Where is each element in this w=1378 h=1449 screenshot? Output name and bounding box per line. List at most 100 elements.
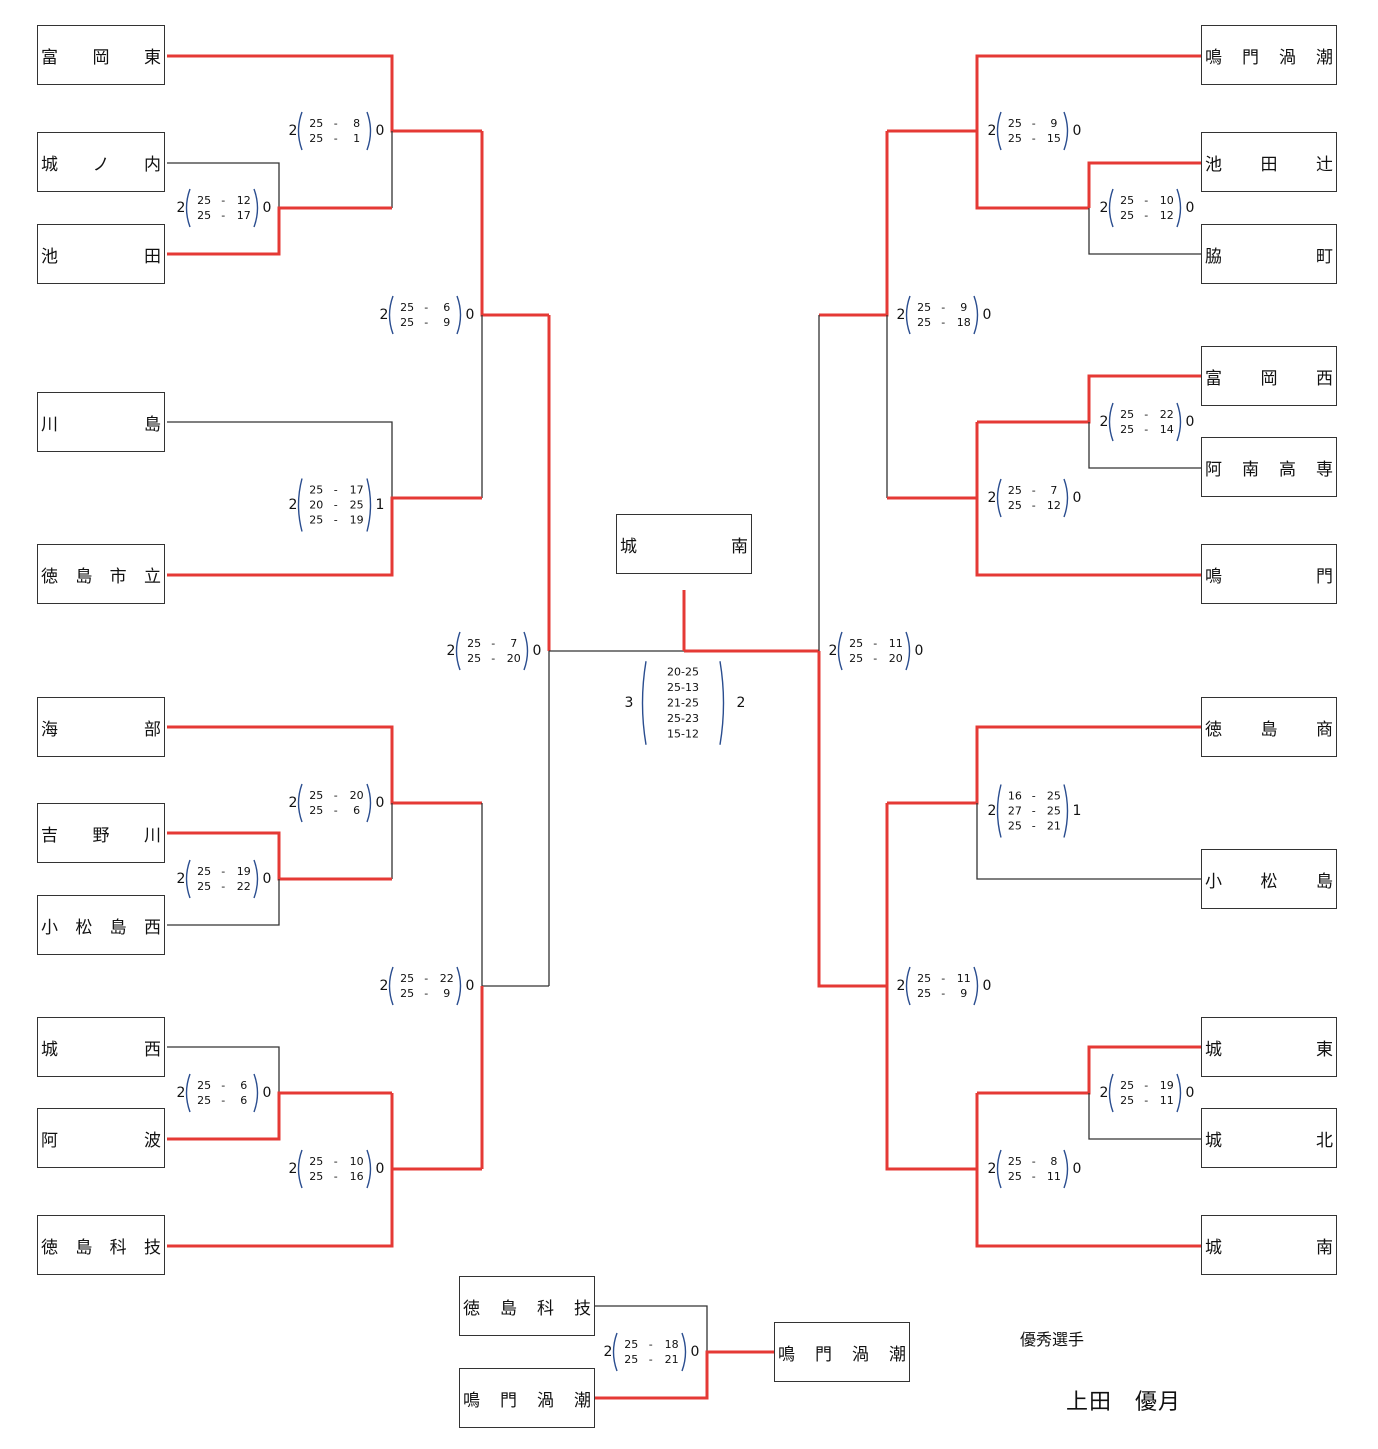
set-score-b: 20 [507, 652, 521, 665]
set-score-b: 12 [1160, 209, 1174, 222]
score-bracket [297, 111, 303, 151]
team-name-char: 島 [109, 917, 127, 938]
winner-line [887, 54, 1201, 133]
set-score-b: 21 [1047, 820, 1061, 833]
team-name-char: 阿 [1205, 459, 1222, 480]
team-name-char: 高 [1279, 459, 1296, 480]
set-dash: - [334, 484, 338, 497]
team-name-char: 渦 [1279, 47, 1296, 68]
team-box: 城ノ内 [37, 132, 165, 192]
final-set-score: 15-12 [667, 728, 699, 741]
winner-line [167, 54, 482, 133]
team-name: 池田辻 [1205, 150, 1333, 175]
team-box: 城南 [1201, 1215, 1337, 1275]
sets-won: 2 [604, 1344, 613, 1360]
score-bracket [719, 661, 725, 745]
team-box: 徳島市立 [37, 544, 165, 604]
score-bracket [253, 859, 259, 899]
team-name: 城東 [1205, 1035, 1333, 1060]
team-box: 徳島商 [1201, 697, 1337, 757]
team-name-char: 島 [144, 414, 161, 435]
team-name-char: 松 [75, 917, 93, 938]
set-dash: - [221, 194, 225, 207]
final-set-score: 25-23 [667, 712, 699, 725]
set-dash: - [221, 1079, 225, 1092]
team-name-char: 門 [1242, 47, 1259, 68]
final-set-score: 20-25 [667, 666, 699, 679]
mvp-name: 上田 優月 [1066, 1390, 1182, 1415]
set-score-b: 11 [1160, 1094, 1174, 1107]
set-score-b: 12 [1047, 499, 1061, 512]
set-dash: - [424, 987, 428, 1000]
set-dash: - [873, 652, 877, 665]
set-score-a: 27 [1008, 805, 1022, 818]
sets-won: 2 [289, 497, 298, 513]
score-bracket [366, 1149, 372, 1189]
set-score-a: 25 [197, 880, 211, 893]
score-bracket [996, 111, 1002, 151]
set-score-a: 25 [917, 316, 931, 329]
set-score-a: 25 [1008, 820, 1022, 833]
set-score-b: 25 [1047, 805, 1061, 818]
sets-won: 2 [447, 643, 456, 659]
sets-won: 2 [988, 123, 997, 139]
sets-lost: 1 [376, 497, 385, 513]
team-box: 鳴門 [1201, 544, 1337, 604]
team-name-char: 西 [143, 917, 161, 938]
set-score-b: 12 [237, 194, 251, 207]
set-score-b: 11 [957, 972, 971, 985]
score-bracket [1176, 1073, 1182, 1113]
set-score-a: 25 [309, 484, 323, 497]
set-score-b: 7 [1050, 484, 1057, 497]
final-set-score: 21-25 [667, 697, 699, 710]
team-name-char: 渦 [537, 1390, 554, 1411]
set-score-b: 8 [353, 117, 360, 130]
set-dash: - [1144, 423, 1148, 436]
sets-lost: 0 [983, 307, 992, 323]
sets-won: 2 [829, 643, 838, 659]
score-bracket [253, 1073, 259, 1113]
set-dash: - [1032, 790, 1036, 803]
team-name-char: 南 [1242, 459, 1259, 480]
team-name-char: 城 [41, 1039, 58, 1060]
set-score-b: 17 [350, 484, 364, 497]
winner-line [887, 725, 1201, 805]
score-bracket [185, 188, 191, 228]
sets-lost: 0 [1073, 490, 1082, 506]
team-name: 鳴門渦潮 [778, 1340, 906, 1365]
set-dash: - [334, 132, 338, 145]
set-score-a: 25 [1120, 1094, 1134, 1107]
score-bracket [366, 478, 372, 532]
set-score-b: 6 [240, 1094, 247, 1107]
team-name-char: 池 [41, 246, 58, 267]
score-bracket [681, 1332, 687, 1372]
team-name-char: 潮 [574, 1390, 591, 1411]
team-name-char: 島 [1260, 719, 1278, 740]
set-score-b: 17 [237, 209, 251, 222]
set-score-b: 8 [1050, 1155, 1057, 1168]
set-score-a: 25 [1008, 499, 1022, 512]
team-name-char: 市 [109, 566, 127, 587]
team-name-char: ノ [92, 154, 110, 175]
set-score-a: 25 [309, 1155, 323, 1168]
set-score-a: 25 [467, 637, 481, 650]
sets-won: 2 [177, 200, 186, 216]
team-name-char: 城 [41, 154, 58, 175]
set-score-a: 25 [400, 316, 414, 329]
sets-lost: 1 [1073, 803, 1082, 819]
team-box: 小松島 [1201, 849, 1337, 909]
team-name-char: 吉 [41, 825, 58, 846]
team-name-char: 立 [143, 566, 161, 587]
set-score-b: 18 [665, 1338, 679, 1351]
team-name: 城ノ内 [41, 150, 161, 175]
winner-line [977, 374, 1201, 424]
team-name-char: 西 [144, 1039, 161, 1060]
team-box: 城西 [37, 1017, 165, 1077]
sets-lost: 0 [263, 1085, 272, 1101]
team-box: 富岡東 [37, 25, 165, 85]
team-name-char: 松 [1260, 871, 1278, 892]
set-score-a: 25 [1120, 408, 1134, 421]
team-name-char: 城 [1205, 1039, 1222, 1060]
team-name-char: 鳴 [463, 1390, 480, 1411]
